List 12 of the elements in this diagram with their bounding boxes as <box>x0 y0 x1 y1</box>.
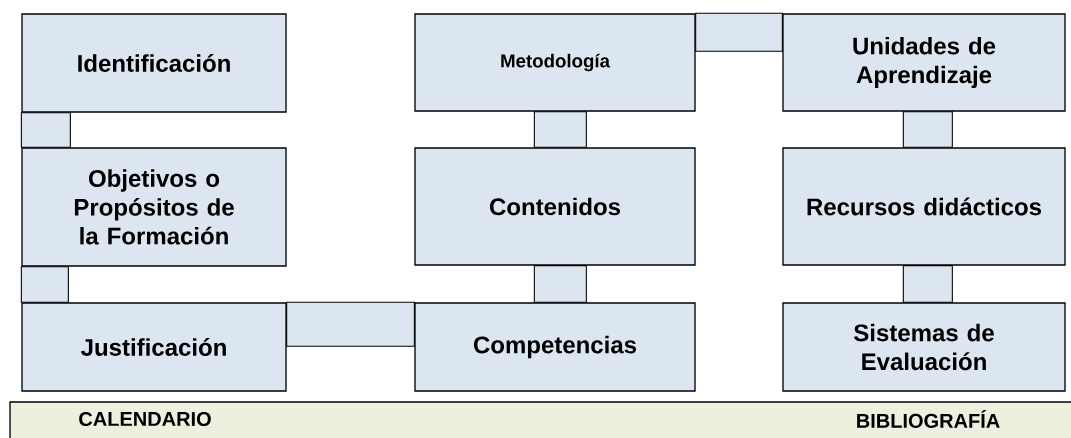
connector-bar <box>20 112 71 148</box>
connector-bar <box>695 12 783 52</box>
process-box: Contenidos <box>414 147 696 266</box>
connector-bar <box>902 265 953 303</box>
connector-bar <box>20 266 69 303</box>
process-box: Objetivos o Propósitos de la Formación <box>21 147 287 267</box>
connector-bar <box>533 111 587 148</box>
connector-bar <box>286 301 415 347</box>
connector-bar <box>533 265 587 303</box>
band: CALENDARIO BIBLIOGRAFÍA <box>9 401 1071 438</box>
connector-bar <box>902 111 953 148</box>
process-box: Recursos didácticos <box>782 147 1066 266</box>
